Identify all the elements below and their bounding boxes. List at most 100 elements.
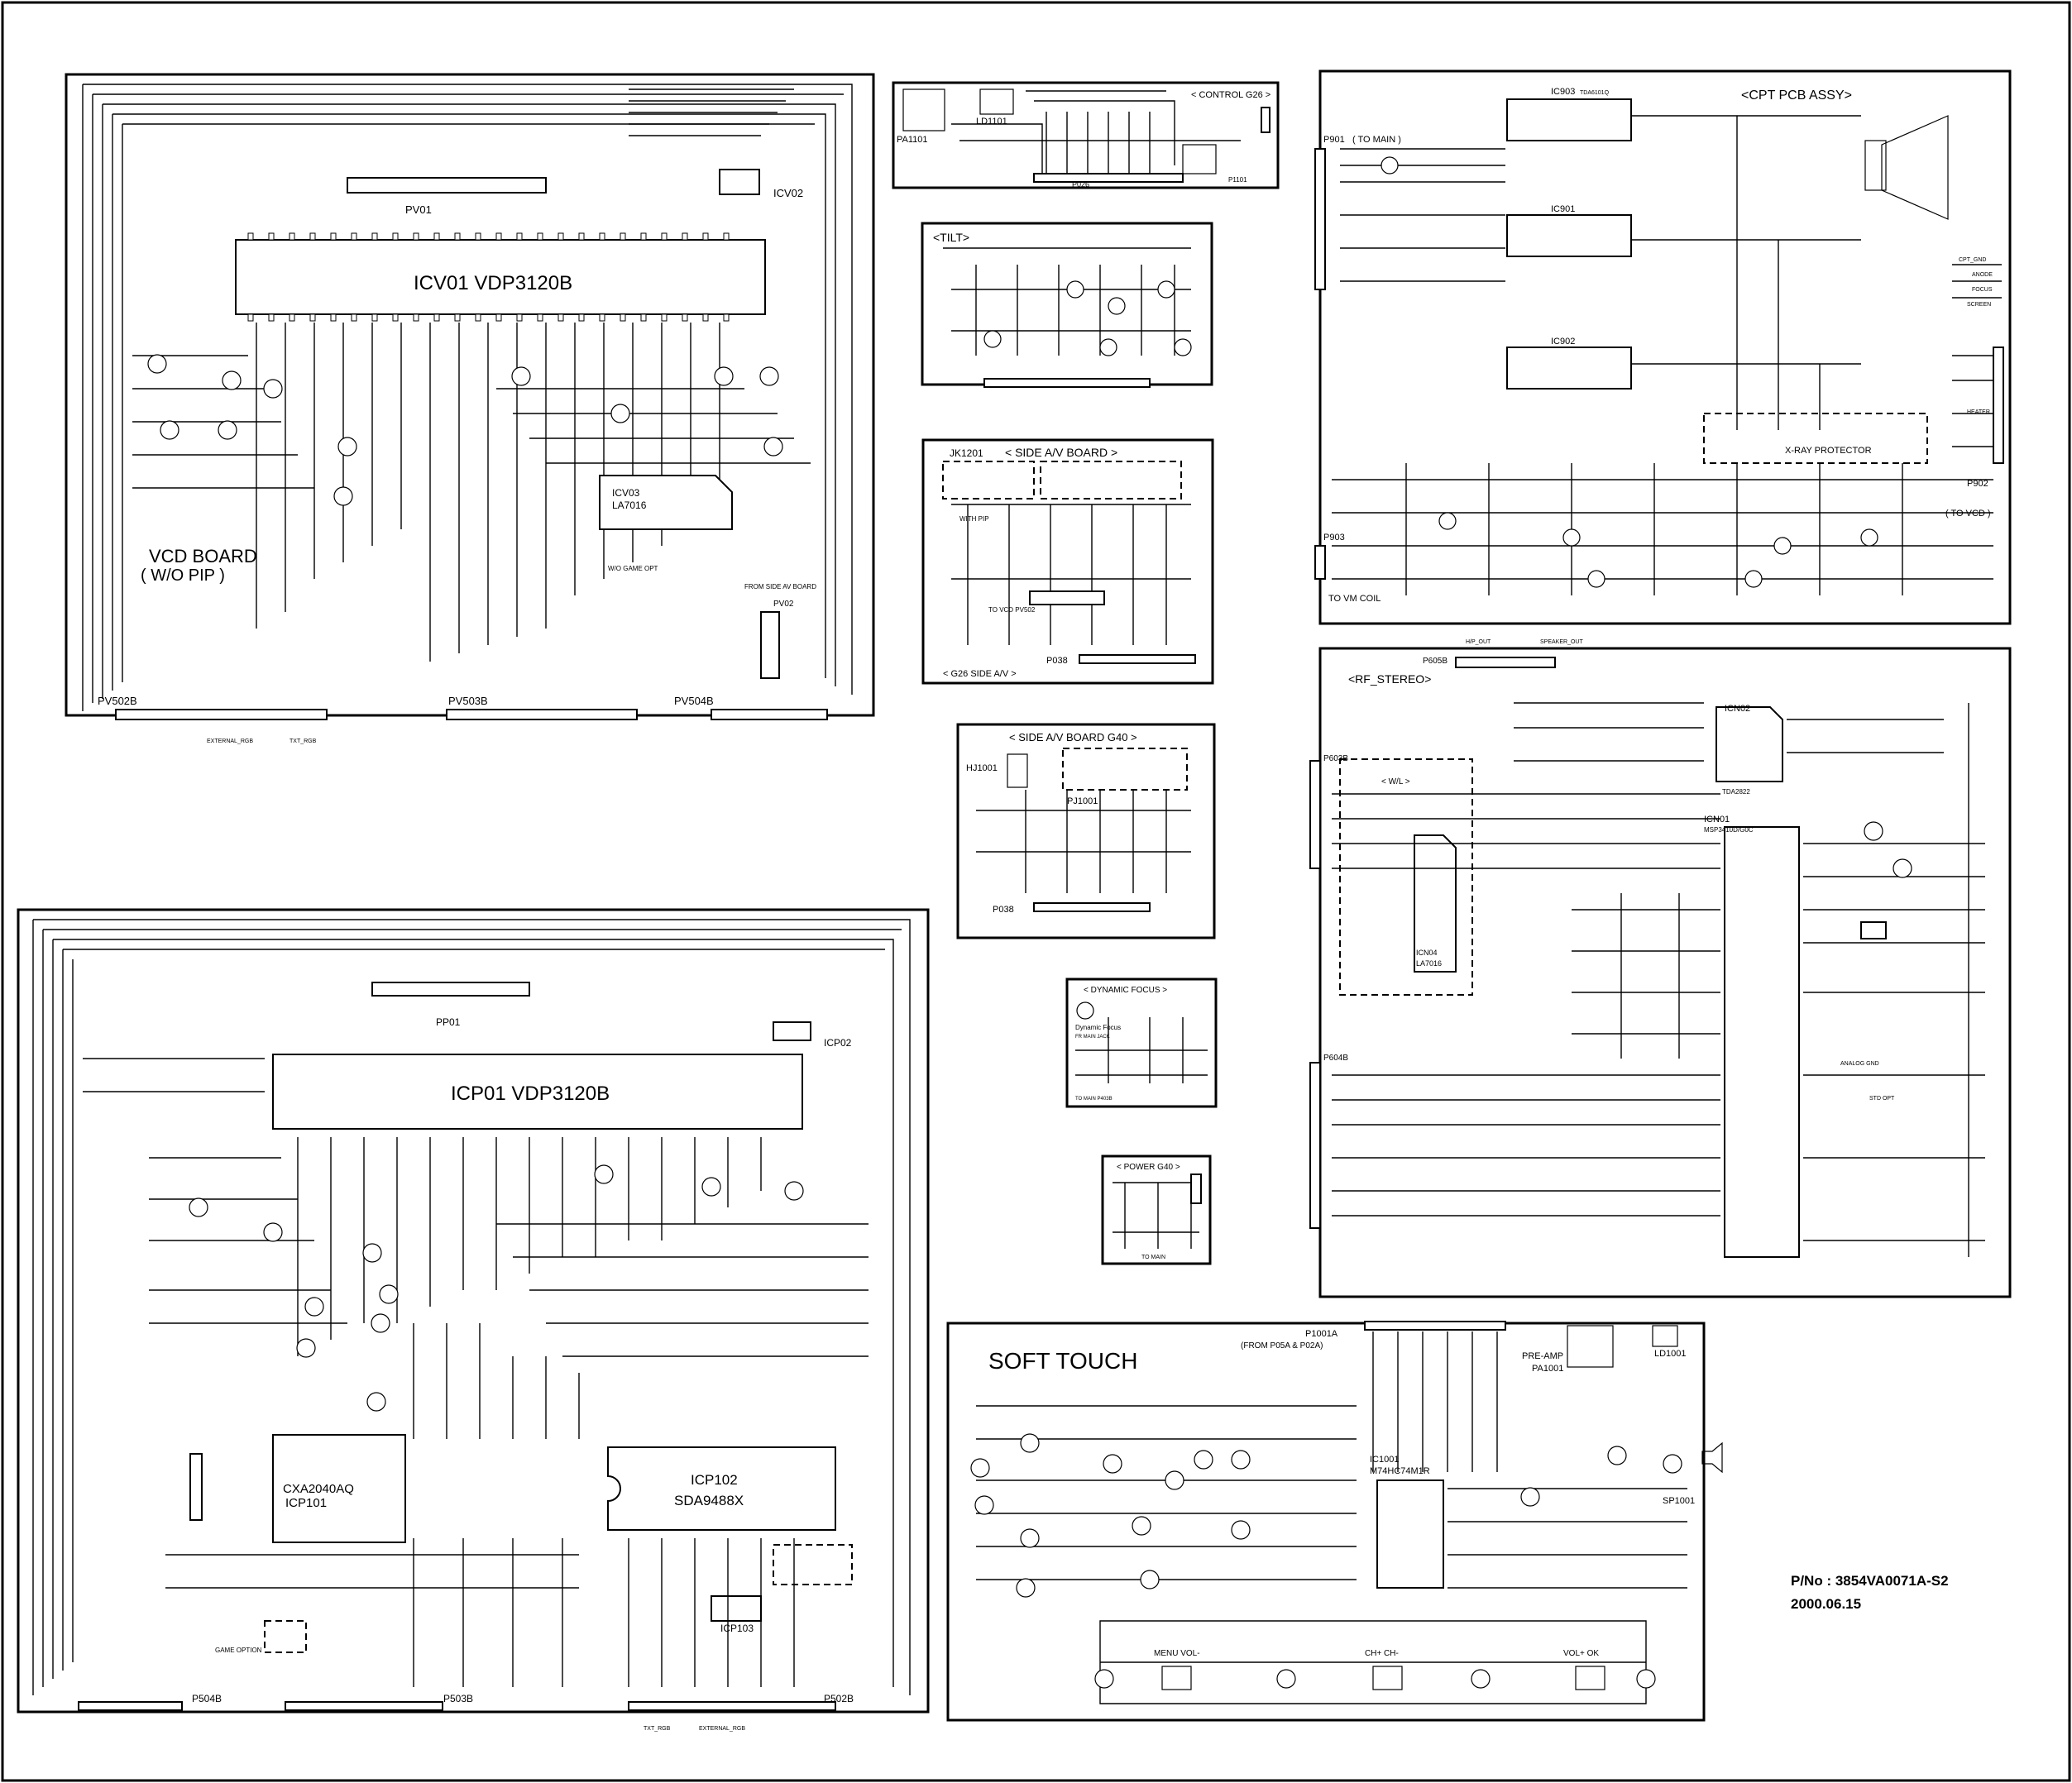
rf-stereo-title: <RF_STEREO> bbox=[1348, 672, 1431, 686]
icn04-label: ICN04 bbox=[1416, 949, 1438, 957]
power-to-main: TO MAIN bbox=[1141, 1255, 1165, 1260]
pv504b-label: PV504B bbox=[674, 695, 714, 707]
side-av-footer: < G26 SIDE A/V > bbox=[943, 669, 1017, 679]
power-board: < POWER G40 > TO MAIN bbox=[1101, 1154, 1212, 1265]
from-side-label: FROM SIDE AV BOARD bbox=[744, 583, 816, 590]
hj1001-label: HJ1001 bbox=[966, 763, 998, 773]
vcd-txt-rgb: TXT_RGB bbox=[290, 739, 317, 744]
ic901-label: IC901 bbox=[1551, 204, 1575, 214]
vcd-game-opt: W/O GAME OPT bbox=[608, 565, 658, 572]
side-av-g40-title: < SIDE A/V BOARD G40 > bbox=[1009, 731, 1137, 743]
sp1001-label: SP1001 bbox=[1663, 1496, 1695, 1506]
icp02-label: ICP02 bbox=[824, 1037, 852, 1049]
menu-label: MENU VOL- bbox=[1154, 1649, 1200, 1658]
pip-board: ICP01 VDP3120B PP01 ICP02 CXA2040AQ ICP1… bbox=[17, 908, 930, 1732]
pv02-label: PV02 bbox=[773, 600, 794, 609]
analog-gnd-label: ANALOG GND bbox=[1840, 1061, 1879, 1067]
icv01-label: ICV01 VDP3120B bbox=[414, 272, 572, 294]
side-av-g40-p038: P038 bbox=[993, 905, 1014, 915]
pip-ext-rgb: EXTERNAL_RGB bbox=[699, 1726, 745, 1732]
icv03-part: LA7016 bbox=[612, 500, 647, 511]
p1101-label: P1101 bbox=[1228, 176, 1247, 184]
hp-out-label: H/P_OUT bbox=[1466, 639, 1491, 645]
icn01-part: MSP3410D/G0C bbox=[1704, 826, 1754, 834]
speaker-out-label: SPEAKER_OUT bbox=[1540, 639, 1583, 645]
side-av-g40-board: < SIDE A/V BOARD G40 > HJ1001 PJ1001 P03… bbox=[956, 723, 1216, 939]
cpt-pcb-assy: <CPT PCB ASSY> IC903 IC901 IC902 TDA6101… bbox=[1314, 69, 2012, 625]
tilt-title: <TILT> bbox=[933, 231, 969, 244]
pip-txt-rgb: TXT_RGB bbox=[644, 1726, 671, 1732]
p605b-label: P605B bbox=[1423, 657, 1448, 666]
with-pip-label: WITH PIP bbox=[959, 515, 989, 523]
pa1101-label: PA1101 bbox=[897, 135, 928, 145]
icn02-label: ICN02 bbox=[1725, 704, 1750, 714]
icn02-part: TDA2822 bbox=[1722, 788, 1750, 796]
xray-label: X-RAY PROTECTOR bbox=[1785, 446, 1872, 456]
dyn-focus-sub: FR MAIN JACK bbox=[1075, 1035, 1110, 1040]
std-opt-label: STD OPT bbox=[1869, 1096, 1895, 1102]
cpt-gnd-label: CPT_GND bbox=[1959, 257, 1986, 263]
power-title: < POWER G40 > bbox=[1117, 1163, 1180, 1172]
revision-date: 2000.06.15 bbox=[1791, 1596, 1861, 1612]
focus-label: FOCUS bbox=[1972, 287, 1993, 293]
rf-stereo-board: <RF_STEREO> P605B SPEAKER_OUT H/P_OUT IC… bbox=[1309, 639, 2012, 1298]
ic1001-part: M74HC74M1R bbox=[1370, 1466, 1430, 1476]
control-title: < CONTROL G26 > bbox=[1191, 90, 1270, 100]
vol-label: VOL+ OK bbox=[1563, 1649, 1599, 1658]
ld1001-label: LD1001 bbox=[1654, 1349, 1687, 1359]
pip-game-opt: GAME OPTION bbox=[215, 1647, 262, 1654]
pv502b-label: PV502B bbox=[98, 695, 137, 707]
heater-label: HEATER bbox=[1967, 409, 1990, 415]
ic903-part: TDA6101Q bbox=[1580, 90, 1610, 96]
tilt-board: <TILT> bbox=[921, 222, 1213, 388]
p901-label: P901 bbox=[1323, 135, 1345, 145]
side-av-p038: P038 bbox=[1046, 656, 1068, 666]
pv01-label: PV01 bbox=[405, 203, 432, 216]
to-vcd-label: TO VCD PV502 bbox=[988, 606, 1036, 614]
icv02-label: ICV02 bbox=[773, 187, 803, 199]
p603b-label: P603B bbox=[1323, 754, 1348, 763]
icp101-label: ICP101 bbox=[285, 1496, 327, 1510]
dynamic-focus-board: < DYNAMIC FOCUS > Dynamic Focus FR MAIN … bbox=[1065, 978, 1218, 1108]
vcd-ext-rgb: EXTERNAL_RGB bbox=[207, 739, 253, 744]
p901-to-main: ( TO MAIN ) bbox=[1352, 135, 1401, 145]
icp01-label: ICP01 VDP3120B bbox=[451, 1083, 610, 1105]
p503b-label: P503B bbox=[443, 1693, 473, 1704]
ic1001-label: IC1001 bbox=[1370, 1455, 1399, 1465]
icp103-label: ICP103 bbox=[720, 1623, 754, 1634]
vcd-board-title: VCD BOARD bbox=[149, 546, 257, 566]
ld1101-label: LD1101 bbox=[976, 117, 1007, 127]
icn04-part: LA7016 bbox=[1416, 959, 1442, 968]
icp101-part: CXA2040AQ bbox=[283, 1482, 354, 1496]
p026-label: P026 bbox=[1072, 180, 1089, 189]
p903-label: P903 bbox=[1323, 533, 1345, 543]
p1001a-label: P1001A bbox=[1305, 1329, 1338, 1339]
vcd-board: ICV01 VDP3120B PV01 ICV02 ICV03 LA7016 P… bbox=[65, 73, 875, 744]
ic903-label: IC903 bbox=[1551, 87, 1575, 97]
preamp-label: PRE-AMP bbox=[1522, 1351, 1563, 1361]
ch-label: CH+ CH- bbox=[1365, 1649, 1399, 1658]
pp01-label: PP01 bbox=[436, 1016, 461, 1028]
pv503b-label: PV503B bbox=[448, 695, 488, 707]
to-vm-coil: TO VM COIL bbox=[1328, 594, 1381, 604]
p604b-label: P604B bbox=[1323, 1054, 1348, 1063]
side-av-board: < SIDE A/V BOARD > JK1201 WITH PIP TO VC… bbox=[921, 438, 1214, 685]
dyn-focus-title: < DYNAMIC FOCUS > bbox=[1084, 986, 1167, 995]
p902-to-vcd: ( TO VCD ) bbox=[1945, 509, 1991, 519]
soft-touch-title: SOFT TOUCH bbox=[988, 1348, 1137, 1374]
dyn-focus-to-main: TO MAIN P403B bbox=[1075, 1097, 1113, 1102]
p502b-label: P502B bbox=[824, 1693, 854, 1704]
anode-label: ANODE bbox=[1972, 272, 1993, 278]
p1001a-from: (FROM P05A & P02A) bbox=[1241, 1341, 1323, 1350]
pj1001-label: PJ1001 bbox=[1067, 796, 1098, 806]
dyn-focus-label: Dynamic Focus bbox=[1075, 1024, 1121, 1031]
p504b-label: P504B bbox=[192, 1693, 222, 1704]
icn01-label: ICN01 bbox=[1704, 815, 1730, 825]
vcd-board-subtitle: ( W/O PIP ) bbox=[141, 566, 225, 585]
part-number: P/No : 3854VA0071A-S2 bbox=[1791, 1573, 1949, 1589]
icv03-label: ICV03 bbox=[612, 487, 640, 499]
control-board: PA1101 LD1101 < CONTROL G26 > P1101 P026 bbox=[892, 81, 1280, 189]
icp102-label: ICP102 bbox=[691, 1472, 738, 1488]
ic902-label: IC902 bbox=[1551, 337, 1575, 347]
